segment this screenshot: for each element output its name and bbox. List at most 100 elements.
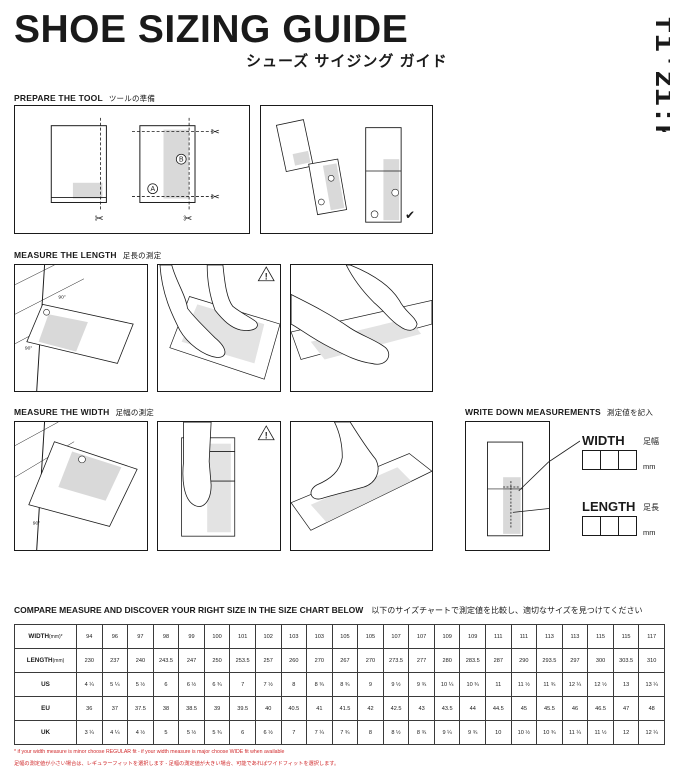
size-chart-cell: 6	[229, 720, 256, 745]
size-chart-cell: 45	[510, 696, 538, 721]
length-digit-box[interactable]	[617, 516, 637, 536]
size-chart-row-header: UK	[14, 720, 77, 745]
size-chart-cell: 37.5	[127, 696, 154, 721]
width-unit: mm	[643, 462, 656, 471]
size-chart-cell: 111	[485, 624, 512, 649]
size-chart-cell: 39	[203, 696, 231, 721]
size-chart-cell: 45.5	[536, 696, 563, 721]
panel-length-2: !	[157, 264, 281, 392]
size-chart-cell: 12 ¼	[638, 720, 665, 745]
panel-width-2: !	[157, 421, 281, 551]
section-label-width-en: MEASURE THE WIDTH	[14, 407, 110, 417]
length-unit: mm	[643, 528, 656, 537]
marker-b: B	[179, 157, 184, 164]
row-header-unit: (mm)*	[49, 634, 63, 640]
size-chart-cell: 297	[561, 648, 589, 673]
size-chart-cell: 38	[152, 696, 180, 721]
size-chart-cell: 4 ½	[127, 720, 154, 745]
size-chart-cell: 46	[561, 696, 589, 721]
size-chart-cell: 36	[76, 696, 103, 721]
size-chart-cell: 5 ½	[178, 720, 205, 745]
width-digit-box[interactable]	[582, 450, 601, 470]
size-chart-cell: 7	[229, 672, 256, 697]
length-digit-box[interactable]	[599, 516, 619, 536]
size-chart-cell: 3 ¼	[76, 720, 103, 745]
size-chart-cell: 4 ¼	[76, 672, 103, 697]
size-chart-cell: 9 ½	[382, 672, 410, 697]
size-chart-cell: 5 ½	[127, 672, 154, 697]
size-chart-cell: 11 ½	[510, 672, 538, 697]
size-chart-cell: 8 ½	[382, 720, 410, 745]
size-chart-cell: 41.5	[331, 696, 359, 721]
size-chart-cell: 303.5	[612, 648, 640, 673]
size-chart-cell: 98	[152, 624, 180, 649]
size-chart-cell: 43	[408, 696, 435, 721]
size-chart-cell: 111	[510, 624, 538, 649]
size-chart-cell: 113	[561, 624, 589, 649]
size-chart-cell: 257	[254, 648, 282, 673]
size-chart-cell: 8 ¾	[408, 720, 435, 745]
marker-a: A	[151, 186, 156, 193]
size-chart-cell: 117	[638, 624, 665, 649]
size-chart-title: COMPARE MEASURE AND DISCOVER YOUR RIGHT …	[14, 605, 643, 616]
size-chart-cell: 103	[306, 624, 333, 649]
size-chart-cell: 39.5	[229, 696, 256, 721]
angle-label: 90°	[33, 520, 40, 526]
size-chart-cell: 13	[612, 672, 640, 697]
length-entry-field[interactable]	[582, 516, 637, 536]
size-chart-cell: 270	[357, 648, 384, 673]
size-chart-cell: 12 ½	[587, 672, 614, 697]
size-chart-cell: 5	[152, 720, 180, 745]
scissors-icon: ✂	[183, 213, 192, 225]
size-chart-cell: 237	[101, 648, 129, 673]
width-entry-field[interactable]	[582, 450, 637, 470]
scissors-icon: ✂	[95, 213, 104, 225]
size-chart-row-header: EU	[14, 696, 77, 721]
size-chart-cell: 46.5	[587, 696, 614, 721]
size-chart-cell: 9 ¾	[459, 720, 486, 745]
row-header-unit: (mm)	[52, 658, 65, 664]
width-label-jp: 足幅	[643, 437, 659, 446]
size-chart-cell: 103	[280, 624, 308, 649]
size-chart-cell: 7 ¾	[331, 720, 359, 745]
warning-icon: !	[265, 271, 268, 281]
length-label: LENGTH	[582, 499, 636, 514]
size-chart-cell: 115	[612, 624, 640, 649]
length-digit-box[interactable]	[582, 516, 601, 536]
size-chart-row-header: LENGTH(mm)	[14, 648, 77, 673]
section-label-write-jp: 測定値を記入	[606, 408, 654, 417]
size-chart-cell: 250	[203, 648, 231, 673]
size-chart-cell: 37	[101, 696, 129, 721]
size-chart-cell: 290	[510, 648, 538, 673]
size-chart-cell: 283.5	[459, 648, 486, 673]
width-digit-box[interactable]	[599, 450, 619, 470]
size-chart-cell: 4 ¼	[101, 720, 129, 745]
check-icon: ✔	[405, 208, 415, 222]
page-title: SHOE SIZING GUIDE	[14, 8, 409, 51]
size-chart-cell: 240	[127, 648, 154, 673]
size-chart-cell: 6 ½	[254, 720, 282, 745]
size-chart-cell: 38.5	[178, 696, 205, 721]
size-chart-cell: 273.5	[382, 648, 410, 673]
size-chart-cell: 12 ¼	[561, 672, 589, 697]
size-chart-cell: 105	[357, 624, 384, 649]
panel-width-1: 90°	[14, 421, 148, 551]
width-digit-box[interactable]	[617, 450, 637, 470]
size-chart-cell: 100	[203, 624, 231, 649]
section-label-length-jp: 足長の測定	[122, 251, 162, 260]
size-chart-cell: 253.5	[229, 648, 256, 673]
panel-prepare-assemble: ✔	[260, 105, 433, 234]
width-label: WIDTH	[582, 433, 625, 448]
size-chart-cell: 270	[306, 648, 333, 673]
leader-lines	[550, 440, 580, 462]
size-chart-cell: 5 ¼	[101, 672, 129, 697]
size-chart-cell: 109	[433, 624, 461, 649]
size-chart-cell: 107	[408, 624, 435, 649]
size-chart-cell: 243.5	[152, 648, 180, 673]
panel-write	[465, 421, 550, 551]
